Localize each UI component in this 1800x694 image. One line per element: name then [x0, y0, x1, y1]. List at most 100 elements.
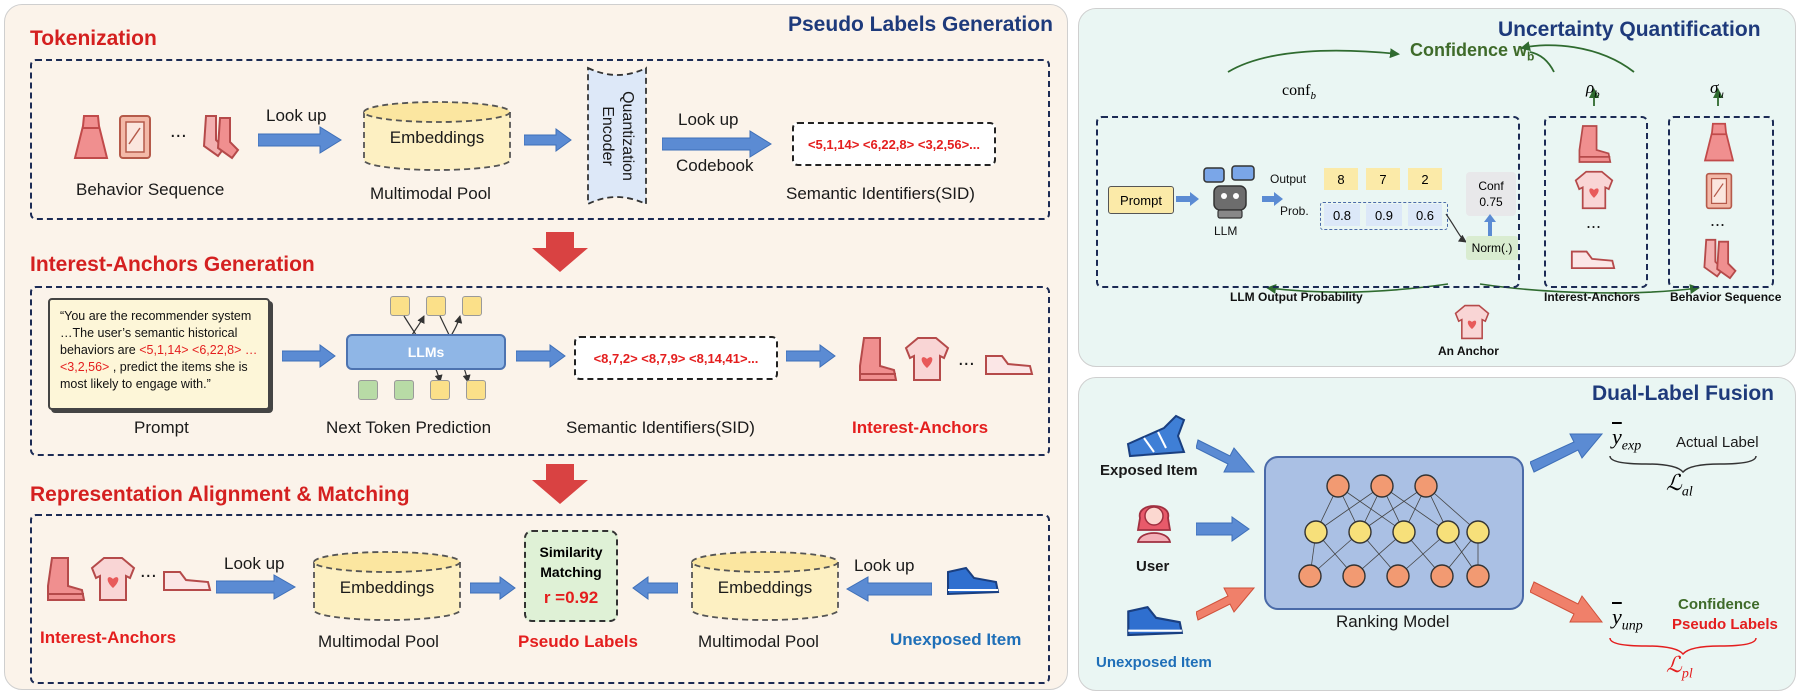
ra-embeddings-cylinder-right [691, 551, 839, 621]
ia-interest-anchors-label: Interest-Anchors [852, 418, 989, 437]
interest-anchors-box [30, 286, 1050, 456]
prob-label: Prob. [1280, 204, 1309, 218]
tok-embeddings-cylinder [363, 101, 511, 171]
tok-lookup-label: Look up [266, 106, 327, 125]
l-al-text: ℒ [1666, 470, 1682, 495]
ra-arrow-to-sim [470, 576, 516, 600]
out-unp-arrow [1530, 581, 1604, 623]
ra-lookup-label: Look up [224, 554, 285, 573]
shoe-icon [1570, 250, 1616, 270]
conf-box-label: Conf [1478, 179, 1504, 193]
exposed-arrow [1196, 439, 1256, 473]
alignment-title: Representation Alignment & Matching [30, 483, 410, 506]
unc-arrow-1 [1176, 192, 1199, 206]
shoe-icon [985, 355, 1034, 375]
llm-small-label: LLM [1214, 224, 1238, 238]
rho-b-sub: b [1594, 88, 1600, 101]
robot-icon [1203, 165, 1255, 219]
y-unp-text: y [1612, 604, 1622, 629]
confidence-wb-text: Confidence w [1410, 40, 1528, 60]
y-exp-text: y [1612, 424, 1622, 449]
unc-bs-ellipsis: ... [1710, 210, 1726, 230]
dual-confidence-label: Confidence [1678, 596, 1760, 613]
norm-arrows [1445, 213, 1496, 243]
ia-arrow-3 [786, 344, 836, 368]
boot-icon [859, 337, 898, 381]
prompt-text-1: “You are the recommender system …The use… [60, 309, 252, 357]
behavior-sequence-label: Behavior Sequence [76, 180, 225, 199]
similarity-matching-box: Similarity Matching r =0.92 [524, 530, 618, 622]
sweater-icon [1574, 170, 1614, 210]
actual-label: Actual Label [1676, 434, 1759, 451]
unc-interest-anchors-label: Interest-Anchors [1544, 290, 1641, 304]
prompt-card: “You are the recommender system …The use… [48, 298, 270, 410]
llm-in-token [394, 380, 414, 400]
mirror-icon [119, 115, 151, 159]
rho-b-label: ρb [1586, 78, 1600, 100]
prompt-text-2: , predict the items she is most likely t… [60, 360, 248, 391]
pseudo-labels-title: Pseudo Labels Generation [788, 13, 1053, 36]
llm-output-box [1096, 116, 1520, 288]
confidence-wb-sub: b [1527, 49, 1535, 64]
sneaker-icon [1127, 605, 1184, 637]
tok-sid-box: <5,1,14> <6,22,8> <3,2,56>... [792, 122, 996, 166]
user-label: User [1136, 558, 1170, 575]
llm-in-token [358, 380, 378, 400]
tokenization-title: Tokenization [30, 27, 157, 50]
ia-ellipsis: ... [958, 348, 975, 370]
quantization-encoder-label: Quantization Encoder [599, 91, 636, 181]
similarity-matching-label: Similarity Matching [539, 544, 603, 580]
dress-icon [1703, 122, 1735, 162]
ra-ellipsis: ... [140, 560, 157, 582]
llm-output-probability-label: LLM Output Probability [1230, 290, 1363, 304]
unc-prompt-box: Prompt [1108, 186, 1174, 214]
llms-bar: LLMs [346, 334, 506, 370]
ra-lookup-arrow [216, 574, 296, 600]
ra-multimodal-pool-left: Multimodal Pool [318, 632, 439, 651]
dress-icon [73, 115, 109, 159]
quantization-encoder-wrap: Quantization Encoder [584, 64, 650, 208]
conf-b-label: confb [1282, 82, 1316, 102]
ia-sid-box: <8,7,2> <8,7,9> <8,14,41>... [574, 336, 778, 380]
ra-multimodal-pool-right: Multimodal Pool [698, 632, 819, 651]
ia-arrow-1 [282, 344, 336, 368]
l-pl: ℒpl [1666, 652, 1693, 682]
mirror-icon [1705, 172, 1733, 210]
unc-arrow-2 [1262, 192, 1283, 206]
socks-icon [1703, 238, 1737, 280]
confidence-wb: Confidence wb [1410, 40, 1534, 64]
dual-unexposed-item-label: Unexposed Item [1096, 654, 1212, 671]
conf-b-text: conf [1282, 82, 1311, 99]
socks-icon [202, 115, 240, 160]
prob-cell: 0.9 [1366, 204, 1402, 226]
l-pl-sub: pl [1681, 666, 1693, 682]
sweater-icon [90, 557, 136, 601]
conf-box: Conf 0.75 [1466, 172, 1516, 216]
exposed-item-label: Exposed Item [1100, 462, 1198, 479]
sweater-icon [1454, 304, 1490, 340]
ra-lookup2-label: Look up [854, 556, 915, 575]
ranking-model-network [1298, 474, 1490, 588]
y-unp: yunp [1612, 604, 1643, 634]
unc-behavior-sequence-label: Behavior Sequence [1670, 290, 1782, 304]
tok-lookup2-label: Look up [678, 110, 739, 129]
norm-box: Norm(.) [1466, 236, 1518, 260]
l-al: ℒal [1666, 470, 1693, 500]
ra-arrow-from-right [632, 576, 678, 600]
y-exp: yexp [1612, 424, 1641, 454]
shoe-icon [163, 571, 212, 591]
sigma-u-sub: u [1718, 88, 1724, 101]
down-arrow-1 [532, 232, 588, 272]
ia-sid-label: Semantic Identifiers(SID) [566, 418, 755, 437]
uncertainty-title: Uncertainty Quantification [1498, 18, 1761, 41]
tok-embeddings-label: Embeddings [389, 128, 485, 147]
unc-ia-ellipsis: ... [1586, 212, 1602, 232]
tokenization-box [30, 59, 1050, 220]
quantization-encoder-shape [587, 66, 647, 206]
sigma-u-label: σu [1710, 78, 1724, 100]
l-al-sub: al [1681, 484, 1693, 500]
ranking-model-label: Ranking Model [1336, 612, 1450, 631]
pl-brace [1609, 637, 1757, 656]
llm-out-token [390, 296, 410, 316]
llm-out-token [426, 296, 446, 316]
